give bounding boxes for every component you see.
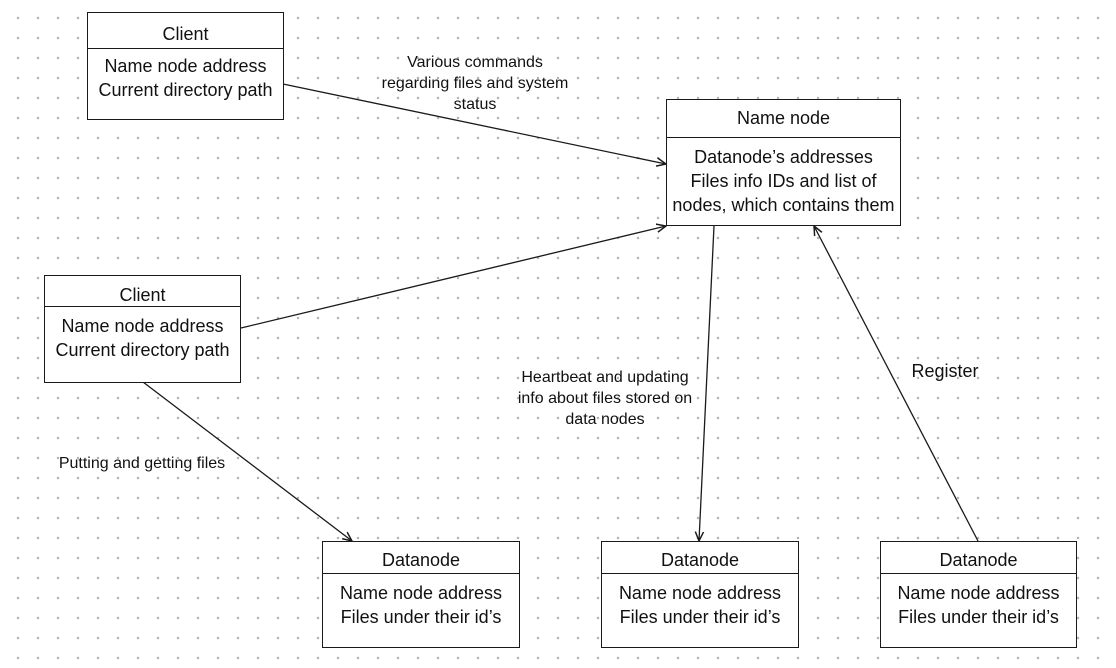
datanode-line: Name node address [897,583,1060,603]
edge-client-left-to-datanode-1[interactable] [142,381,352,541]
name-node-title: Name node [667,100,900,138]
client-node-line: Current directory path [55,340,230,360]
datanode-title: Datanode [323,542,519,574]
client-node-title: Client [45,276,240,307]
client-node-left[interactable]: Client Name node address Current directo… [44,275,241,383]
datanode-title: Datanode [602,542,798,574]
name-node-line: nodes, which contains them [672,195,895,215]
datanode-3[interactable]: Datanode Name node address Files under t… [880,541,1077,648]
datanode-1[interactable]: Datanode Name node address Files under t… [322,541,520,648]
datanode-title: Datanode [881,542,1076,574]
datanode-line: Files under their id’s [898,607,1059,627]
edge-datanode-3-to-name-node[interactable] [814,226,979,542]
edge-label-heartbeat: Heartbeat and updating info about files … [517,369,693,428]
client-node-line: Name node address [104,56,267,76]
edge-label-commands: Various commands regarding files and sys… [381,54,569,113]
name-node-line: Datanode’s addresses [694,147,873,167]
edge-label-register: Register [911,361,979,381]
edge-name-node-to-datanode-2[interactable] [699,225,715,541]
datanode-line: Files under their id’s [619,607,781,627]
name-node[interactable]: Name node Datanode’s addresses Files inf… [666,99,901,226]
client-node-top[interactable]: Client Name node address Current directo… [87,12,284,120]
client-node-line: Current directory path [98,80,273,100]
datanode-line: Name node address [618,583,782,603]
edge-client-left-to-name-node[interactable] [240,226,666,329]
client-node-line: Name node address [61,316,224,336]
datanode-line: Name node address [339,583,503,603]
edge-client-top-to-name-node[interactable] [282,83,666,164]
datanode-2[interactable]: Datanode Name node address Files under t… [601,541,799,648]
edge-label-putting: Putting and getting files [58,455,226,472]
datanode-line: Files under their id’s [340,607,502,627]
client-node-title: Client [88,13,283,49]
name-node-line: Files info IDs and list of [690,171,877,191]
